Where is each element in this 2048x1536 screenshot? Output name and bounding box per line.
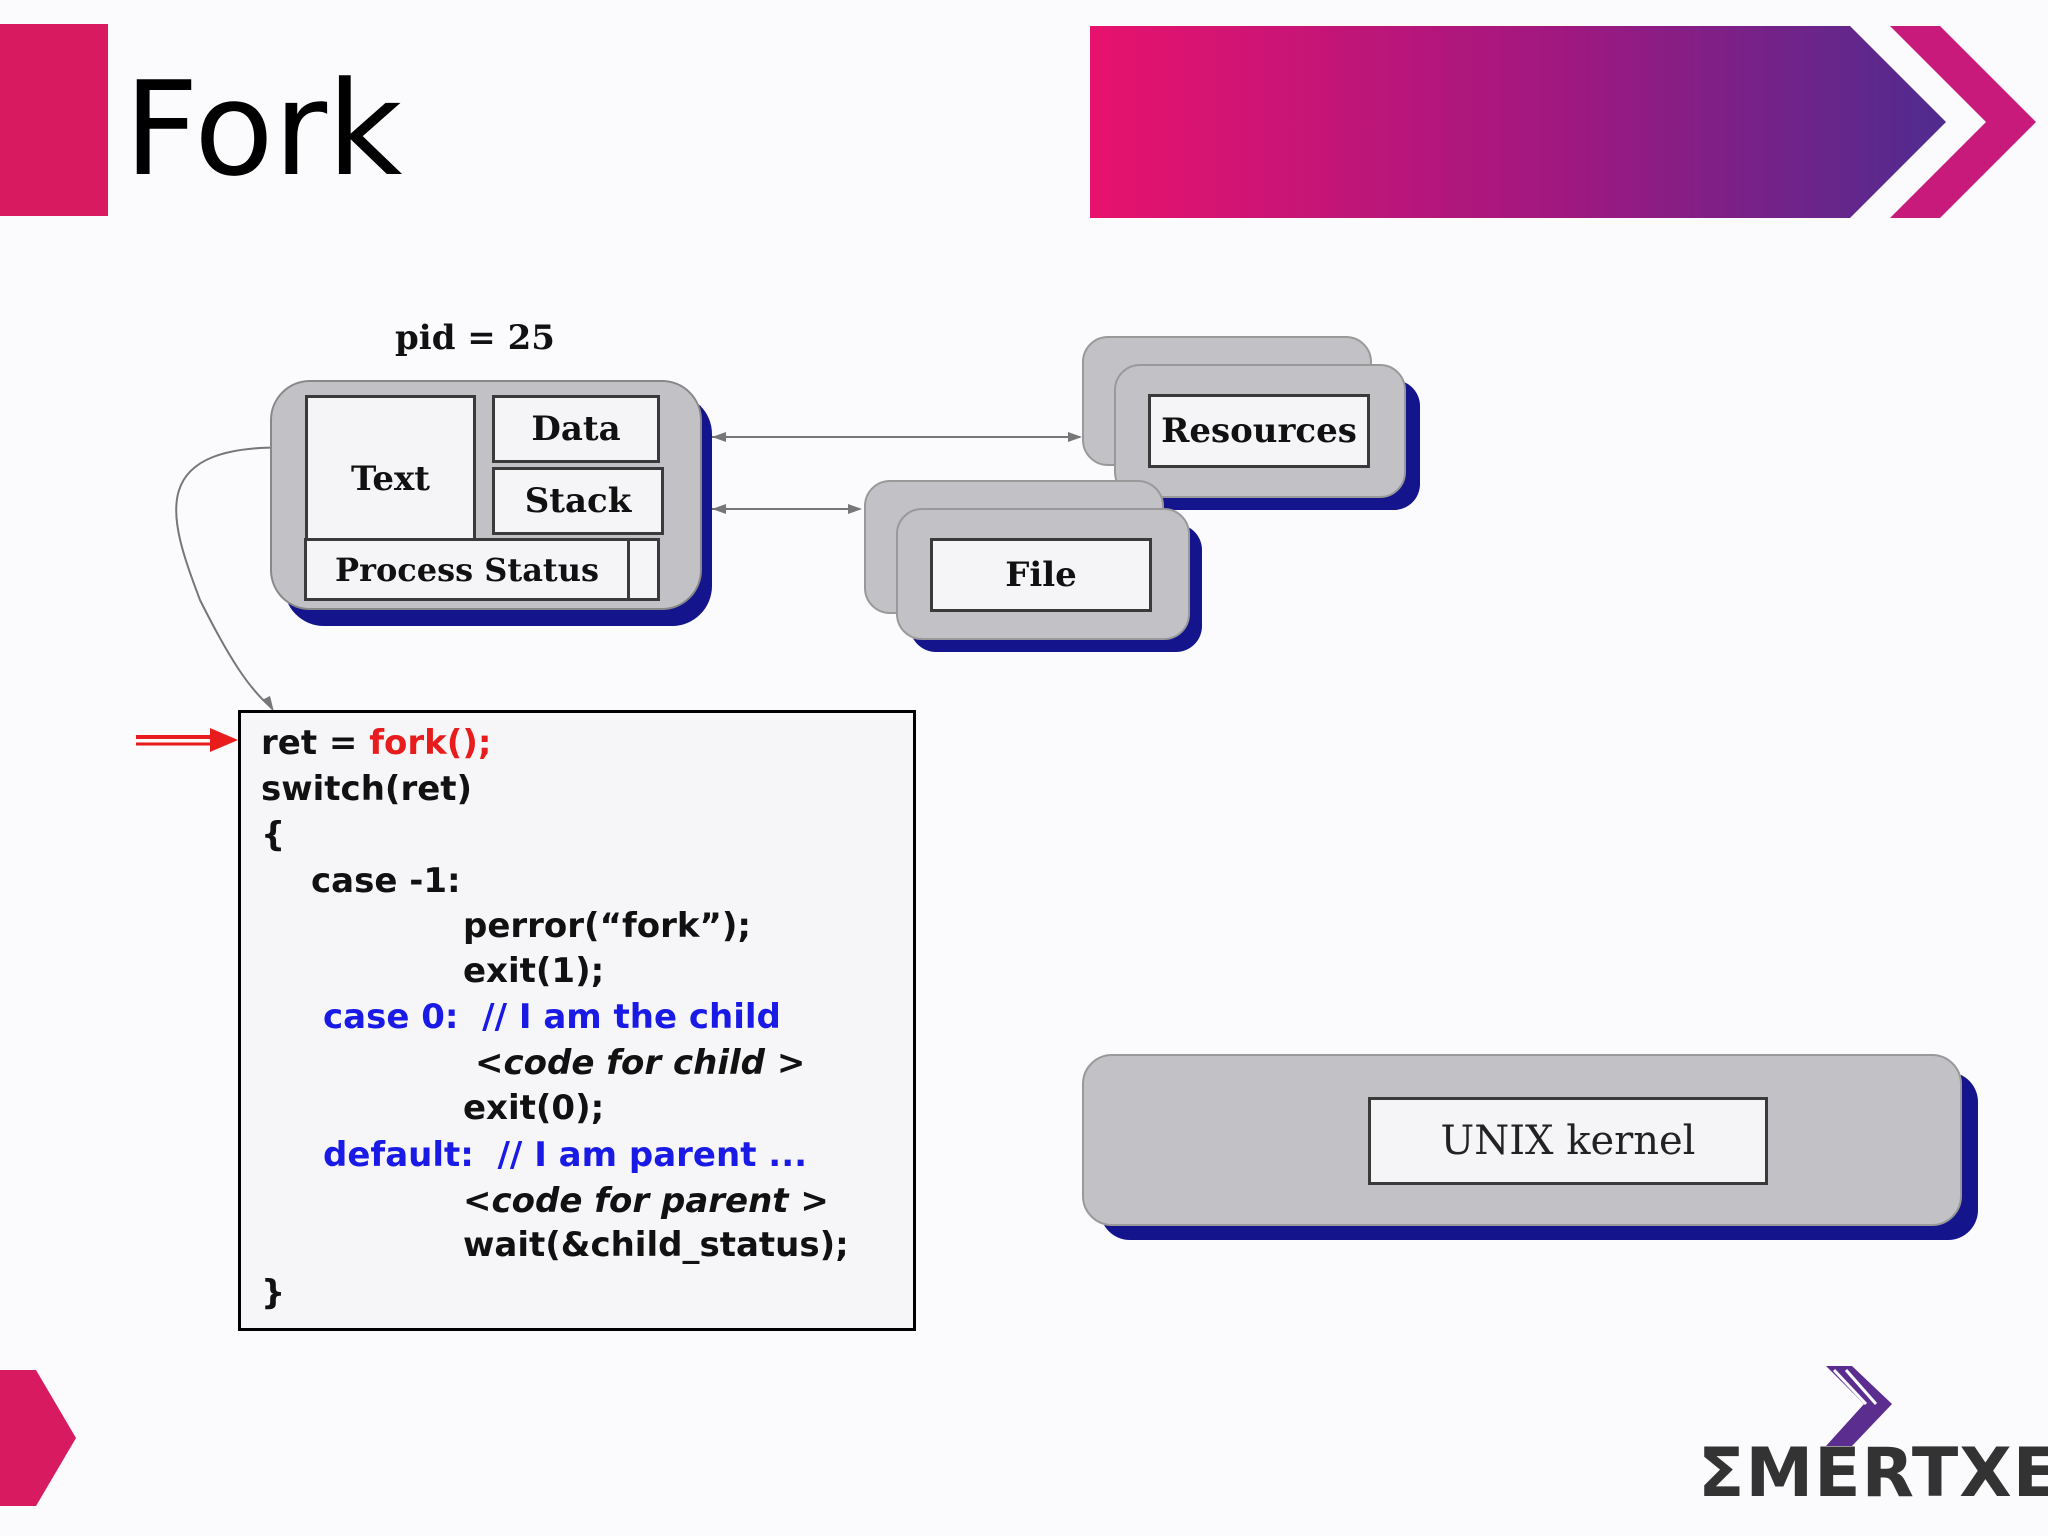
code-line: perror(“fork”); (463, 906, 751, 946)
pid-label: pid = 25 (395, 318, 555, 358)
code-line-fork: ret = fork(); (261, 723, 491, 763)
code-line: <code for parent > (463, 1181, 829, 1221)
resources-label: Resources (1148, 394, 1370, 468)
code-text: ret = (261, 723, 370, 763)
kernel-label: UNIX kernel (1368, 1097, 1768, 1185)
code-line: switch(ret) (261, 769, 473, 809)
file-label: File (930, 538, 1152, 612)
code-line: exit(0); (463, 1088, 605, 1128)
slide-title: Fork (124, 53, 403, 205)
process-status-segment: Process Status (304, 538, 630, 601)
code-line: { (261, 815, 286, 855)
code-line-parent: default: // I am parent ... (323, 1135, 808, 1175)
stack-segment: Stack (492, 467, 664, 535)
code-line: <code for child > (475, 1043, 806, 1083)
code-line: case -1: (311, 861, 461, 901)
code-line-child: case 0: // I am the child (323, 997, 781, 1037)
data-segment: Data (492, 395, 660, 463)
code-line: wait(&child_status); (463, 1225, 849, 1265)
text-segment: Text (305, 395, 476, 563)
header-banner (1090, 26, 2048, 218)
code-fork-call: fork(); (369, 723, 492, 763)
logo-text: ΣMERTXE (1698, 1434, 2048, 1513)
code-block: ret = fork(); switch(ret) { case -1: per… (238, 710, 916, 1331)
pointer-arrow-icon (136, 728, 238, 752)
title-accent-bar (0, 24, 108, 216)
code-line: } (261, 1273, 286, 1313)
code-line: exit(1); (463, 951, 605, 991)
